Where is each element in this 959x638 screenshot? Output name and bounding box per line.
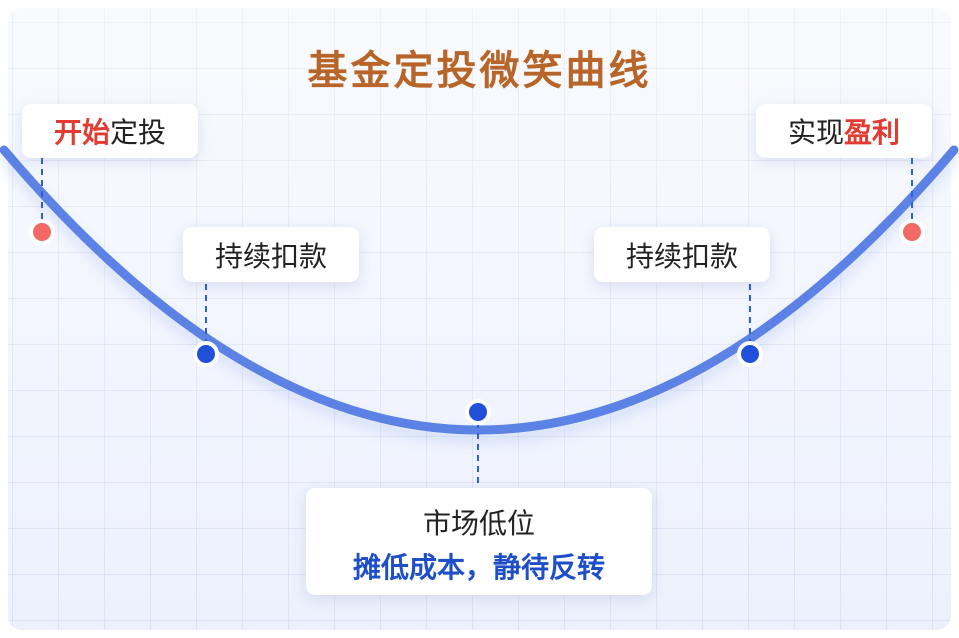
label-keep-left-text: 持续扣款 xyxy=(214,239,327,273)
label-profit-accent: 盈利 xyxy=(844,116,901,149)
label-keep-right: 持续扣款 xyxy=(594,227,770,282)
point-keep-left xyxy=(193,341,219,367)
label-profit: 实现盈利 xyxy=(756,104,932,158)
label-bottom-line1: 市场低位 xyxy=(422,507,535,540)
label-keep-left: 持续扣款 xyxy=(183,227,359,282)
label-bottom-line2: 摊低成本，静待反转 xyxy=(352,551,605,584)
label-bottom: 市场低位 摊低成本，静待反转 xyxy=(306,488,652,595)
label-start-accent: 开始 xyxy=(53,116,110,149)
smile-curve xyxy=(0,145,959,435)
point-start xyxy=(29,219,55,245)
diagram-title: 基金定投微笑曲线 xyxy=(307,48,652,94)
label-profit-rest: 实现 xyxy=(787,116,844,149)
label-start-rest: 定投 xyxy=(110,116,167,149)
label-start: 开始定投 xyxy=(22,104,198,158)
point-bottom xyxy=(465,399,491,425)
point-keep-right xyxy=(737,341,763,367)
point-profit xyxy=(899,219,925,245)
label-keep-right-text: 持续扣款 xyxy=(625,239,738,273)
